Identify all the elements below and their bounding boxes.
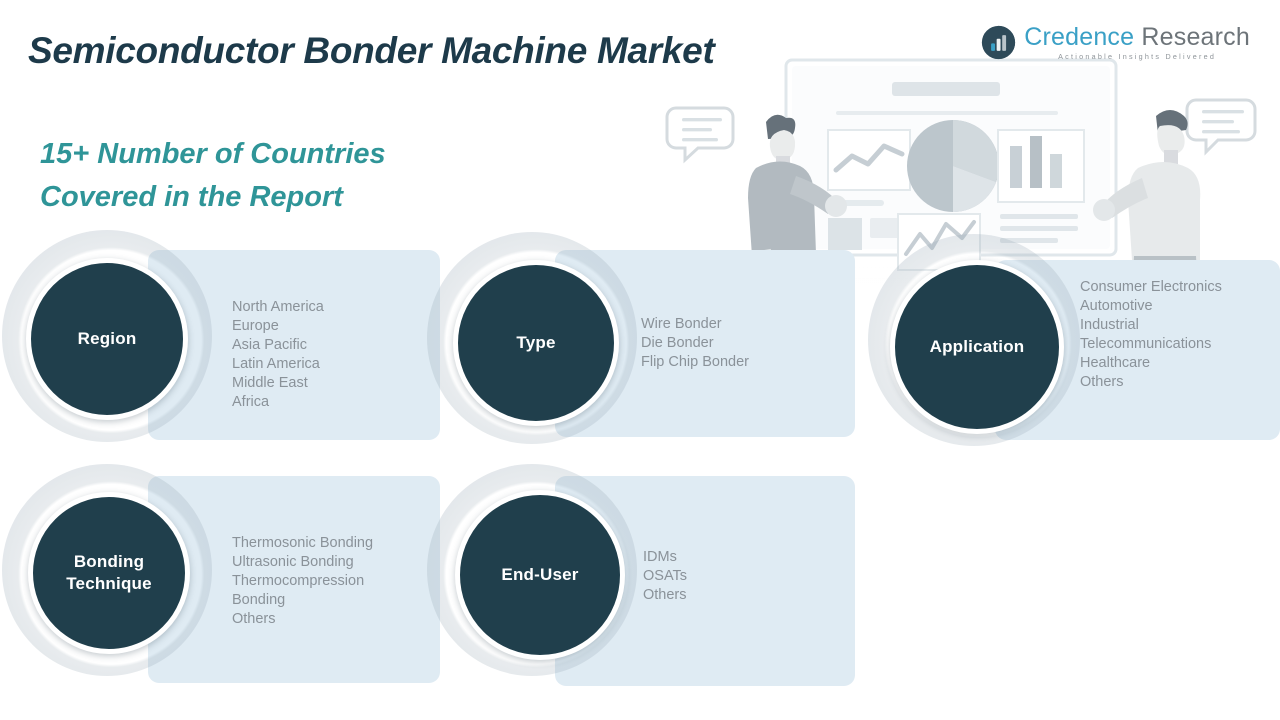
page-title: Semiconductor Bonder Machine Market (28, 30, 715, 71)
segment-label-region: Region (77, 329, 137, 349)
subtitle-countries-covered: 15+ Number of Countries Covered in the R… (40, 138, 386, 213)
brand-logo: Credence Research Actionable Insights De… (980, 24, 1250, 61)
logo-word-research: Research (1141, 22, 1250, 51)
segment-label-type: Type (516, 333, 556, 353)
segment-type: Type Wire Bonder Die Bonder Flip Chip Bo… (415, 232, 865, 461)
segment-circle-region[interactable]: Region (26, 258, 188, 420)
segment-panel-region (148, 250, 440, 440)
segment-panel-bonding-technique (148, 476, 440, 683)
segment-items-region: North America Europe Asia Pacific Latin … (232, 299, 324, 410)
segment-label-end-user: End-User (501, 565, 579, 585)
segment-region: Region North America Europe Asia Pacific… (0, 230, 440, 461)
segment-items-type: Wire Bonder Die Bonder Flip Chip Bonder (641, 316, 749, 370)
segment-items-end-user: IDMs OSATs Others (643, 549, 688, 603)
logo-tagline: Actionable Insights Delivered (1058, 51, 1217, 61)
segment-circle-bonding-technique[interactable]: Bonding Technique (28, 492, 190, 654)
logo-text-block: Credence Research Actionable Insights De… (1024, 22, 1250, 61)
logo-wordmark: Credence Research (1024, 22, 1250, 51)
segment-label-application: Application (929, 337, 1025, 357)
segment-label-bonding-technique: Bonding Technique (66, 552, 152, 593)
logo-word-credence: Credence (1024, 22, 1135, 51)
segment-circle-type[interactable]: Type (453, 260, 619, 426)
segment-circle-application[interactable]: Application (890, 260, 1064, 434)
bar-chart-circle-icon (982, 25, 1016, 60)
segment-application: Application Consumer Electronics Automot… (868, 234, 1280, 461)
segment-circle-end-user[interactable]: End-User (455, 490, 625, 660)
segment-bonding-technique: Bonding Technique Thermosonic Bonding Ul… (0, 462, 440, 692)
segment-items-application: Consumer Electronics Automotive Industri… (1080, 279, 1222, 390)
segment-end-user: End-User IDMs OSATs Others (415, 462, 865, 692)
segment-items-bonding-technique: Thermosonic Bonding Ultrasonic Bonding T… (232, 535, 374, 627)
